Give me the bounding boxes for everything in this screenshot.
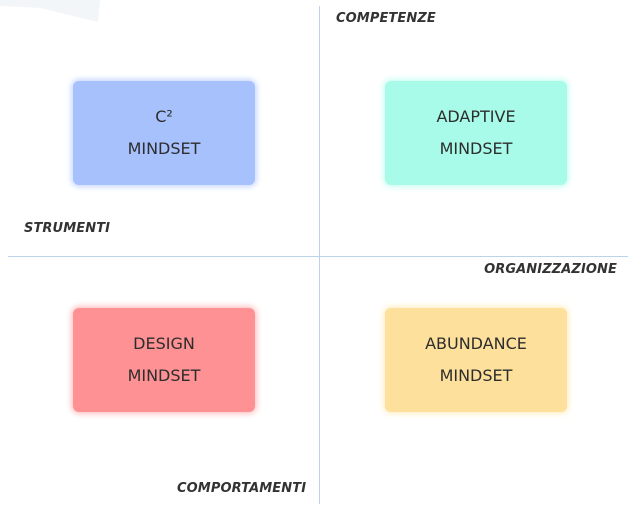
quadrant-subtitle: MINDSET xyxy=(439,366,513,385)
quadrant-title: ABUNDANCE xyxy=(425,334,527,353)
vertical-axis xyxy=(319,6,320,504)
quadrant-title: C² xyxy=(155,107,173,126)
quadrant-subtitle: MINDSET xyxy=(127,366,201,385)
quadrant-subtitle: MINDSET xyxy=(439,139,513,158)
quadrant-title: ADAPTIVE xyxy=(436,107,516,126)
quadrant-abundance-mindset: ABUNDANCE MINDSET xyxy=(385,308,567,412)
axis-label-right: ORGANIZZAZIONE xyxy=(484,262,617,277)
quadrant-title: DESIGN xyxy=(133,334,195,353)
axis-label-top: COMPETENZE xyxy=(336,11,436,26)
corner-decoration xyxy=(0,0,100,22)
horizontal-axis xyxy=(8,256,628,257)
quadrant-subtitle: MINDSET xyxy=(127,139,201,158)
axis-label-left: STRUMENTI xyxy=(24,221,111,236)
quadrant-adaptive-mindset: ADAPTIVE MINDSET xyxy=(385,81,567,185)
quadrant-design-mindset: DESIGN MINDSET xyxy=(73,308,255,412)
quadrant-c2-mindset: C² MINDSET xyxy=(73,81,255,185)
axis-label-bottom: COMPORTAMENTI xyxy=(177,481,307,496)
